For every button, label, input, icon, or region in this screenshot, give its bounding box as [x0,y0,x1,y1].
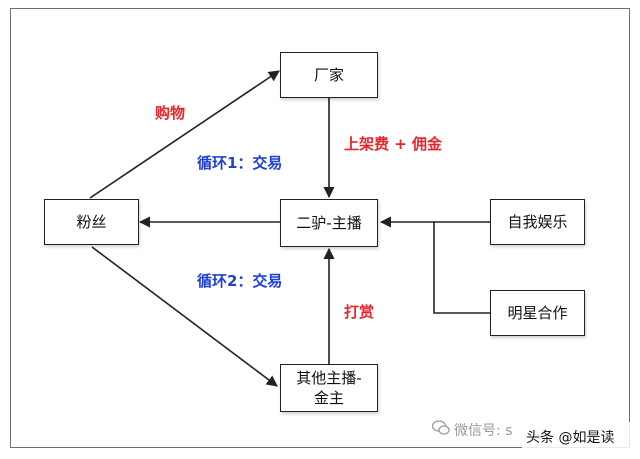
self-entertainment-node: 自我娱乐 [490,199,585,245]
anchor-node: 二驴-主播 [280,199,378,247]
wechat-text: 微信号: s [454,423,513,439]
other-anchors-label-line2: 金主 [313,389,344,407]
celebrity-node: 明星合作 [490,290,585,336]
loop1-label: 循环1：交易 [197,154,283,172]
other-anchors-label-line1: 其他主播- [296,369,362,387]
fans-label: 粉丝 [76,213,107,231]
brand-text: 头条 @如是读 [526,430,615,446]
celebrity-label: 明星合作 [507,304,568,322]
self-entertainment-label: 自我娱乐 [507,213,568,231]
brand-watermark: 头条 @如是读 [522,422,632,452]
edge-celebrity-connector [433,222,490,314]
edge-fans-to-manufacturer [89,70,280,199]
fans-node: 粉丝 [44,199,139,245]
manufacturer-node: 厂家 [280,52,378,98]
other-anchors-node: 其他主播- 金主 [280,364,378,412]
loop2-label: 循环2：交易 [197,272,283,290]
wechat-watermark: 微信号: s [431,420,513,440]
manufacturer-label: 厂家 [313,66,344,84]
purchase-label: 购物 [155,104,186,122]
listing-fee-label: 上架费 + 佣金 [344,135,443,153]
anchor-label: 二驴-主播 [296,214,362,232]
edge-fans-to-other-anchors [91,246,278,387]
wechat-icon [431,420,450,440]
tip-label: 打赏 [344,303,375,321]
